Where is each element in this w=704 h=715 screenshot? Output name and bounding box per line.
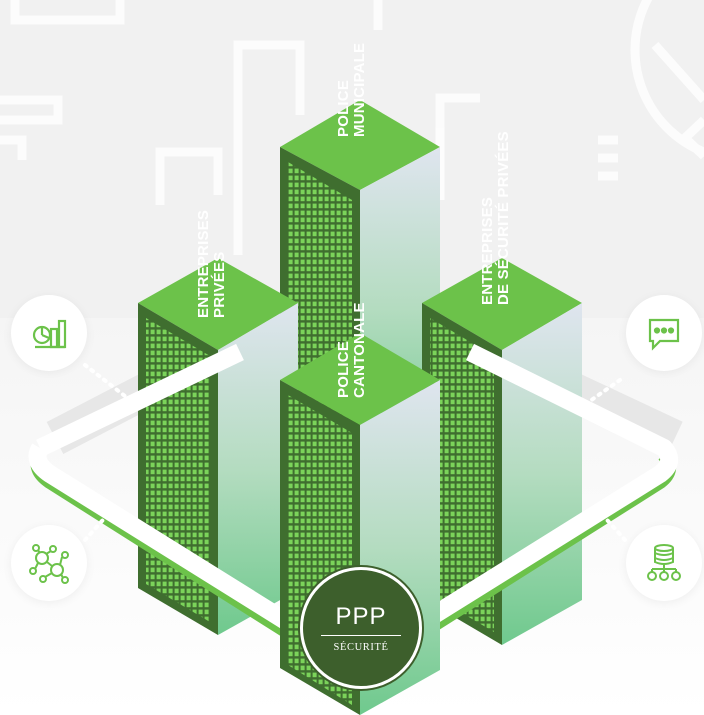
label-private-security: ENTREPRISES DE SÉCURITÉ PRIVÉES xyxy=(479,131,512,305)
database-users-icon xyxy=(626,525,702,601)
label-municipal-police-line1: POLICE xyxy=(335,79,352,137)
chat-icon xyxy=(626,295,702,371)
chart-icon xyxy=(11,295,87,371)
badge-divider xyxy=(321,634,401,636)
label-municipal-police-line2: MUNICIPALE xyxy=(351,42,368,137)
label-private-companies-line2: PRIVÉES xyxy=(211,251,228,318)
label-private-companies: ENTREPRISES PRIVÉES xyxy=(195,209,228,318)
label-cantonal-police: POLICE CANTONALE xyxy=(335,302,368,398)
label-private-security-line2: DE SÉCURITÉ PRIVÉES xyxy=(495,131,512,305)
label-municipal-police: POLICE MUNICIPALE xyxy=(335,42,368,137)
label-private-companies-line1: ENTREPRISES xyxy=(195,209,212,318)
badge-title: PPP xyxy=(335,602,387,630)
badge-subtitle: SÉCURITÉ xyxy=(333,641,389,653)
icon-connectors xyxy=(83,363,627,542)
label-cantonal-police-line2: CANTONALE xyxy=(351,302,368,398)
label-private-security-line1: ENTREPRISES xyxy=(479,196,496,305)
ppp-security-badge: PPP SÉCURITÉ xyxy=(300,567,422,689)
label-cantonal-police-line1: POLICE xyxy=(335,340,352,398)
network-icon xyxy=(11,525,87,601)
